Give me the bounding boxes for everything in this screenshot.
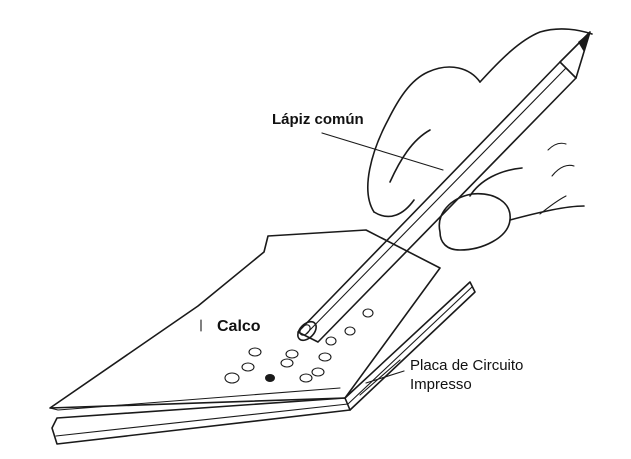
pad-holes [224,308,374,384]
tracing-paper [49,229,441,411]
board-label-line1: Placa de Circuito [410,357,523,374]
tracing-label: Calco [217,318,261,335]
pencil-leader-line [321,132,444,171]
pencil [297,31,591,343]
hand [367,28,593,251]
board-leader-line [365,370,405,384]
board-label-line2: Impresso [410,376,472,393]
pcb-board [51,281,476,445]
pencil-label: Lápiz común [272,111,364,128]
